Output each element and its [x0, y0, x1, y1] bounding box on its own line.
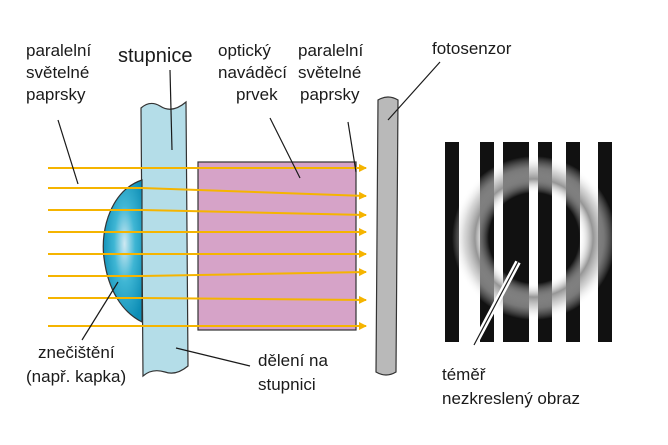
label-contamination-2: (např. kapka)	[26, 367, 126, 386]
ray-arrow-icon	[48, 268, 367, 277]
label-parallel-left-1: paralelní	[26, 41, 91, 60]
ray-arrow-icon	[48, 209, 367, 219]
photosensor	[375, 96, 399, 376]
optical-element	[197, 161, 357, 331]
ray-arrow-icon	[48, 295, 367, 304]
label-parallel-left-3: paprsky	[26, 85, 86, 104]
scale-plate	[140, 100, 189, 378]
image-bar	[445, 142, 459, 342]
drop-icon	[102, 179, 143, 323]
labels: paralelní světelné paprsky stupnice opti…	[26, 39, 580, 408]
label-parallel-right-3: paprsky	[300, 85, 360, 104]
light-rays	[48, 164, 367, 330]
label-scale: stupnice	[118, 45, 193, 67]
label-parallel-right-1: paralelní	[298, 41, 363, 60]
ray-arrow-icon	[48, 187, 367, 200]
label-parallel-right-2: světelné	[298, 63, 361, 82]
label-optical-2: naváděcí	[218, 63, 287, 82]
label-division-1: dělení na	[258, 351, 328, 370]
label-parallel-left-2: světelné	[26, 63, 89, 82]
image-pattern	[445, 142, 616, 342]
label-contamination-1: znečištění	[38, 343, 115, 362]
leader-lines	[57, 61, 521, 367]
label-optical-3: prvek	[236, 85, 278, 104]
label-image-2: nezkreslený obraz	[442, 389, 580, 408]
label-photosensor: fotosenzor	[432, 39, 512, 58]
label-optical-1: optický	[218, 41, 271, 60]
label-division-2: stupnici	[258, 375, 316, 394]
blur-ring	[452, 156, 616, 320]
label-image-1: téměř	[442, 365, 486, 384]
